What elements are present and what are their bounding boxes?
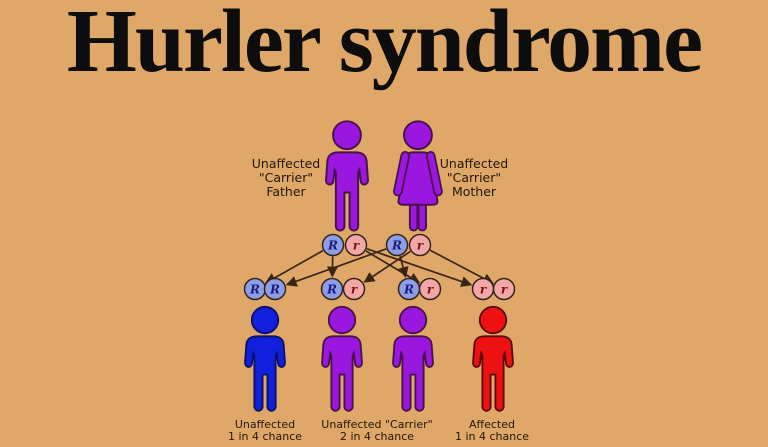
father-allele-R-circle: [321, 233, 345, 257]
father-label-line: Father: [266, 184, 306, 199]
mother-label: Unaffected "Carrier" Mother: [404, 157, 544, 199]
svg-text:r: r: [353, 238, 361, 252]
svg-text:r: r: [417, 238, 425, 252]
father-label: Unaffected "Carrier" Father: [216, 157, 356, 199]
outcome-label-carrier: Unaffected "Carrier" 2 in 4 chance: [297, 419, 457, 443]
child-2-alleles: R r: [320, 277, 366, 301]
father-label-line: "Carrier": [258, 170, 314, 185]
mother-alleles: R r: [385, 233, 432, 257]
mother-label-line: Mother: [451, 184, 497, 199]
father-allele-r-circle: [344, 233, 368, 257]
mother-allele-R-circle: [385, 233, 409, 257]
inheritance-lines: [264, 247, 494, 287]
mother-figure: [393, 120, 443, 232]
outcome-status: Unaffected: [234, 418, 296, 431]
outcome-chance: 2 in 4 chance: [339, 430, 415, 443]
child-figure-affected: [472, 305, 514, 412]
outcome-label-unaffected: Unaffected 1 in 4 chance: [185, 419, 345, 443]
outcome-chance: 1 in 4 chance: [454, 430, 530, 443]
mother-allele-r-circle: [408, 233, 432, 257]
svg-text:r: r: [427, 282, 435, 296]
svg-text:R: R: [327, 238, 338, 252]
child-1-alleles: R R: [243, 277, 287, 301]
outcome-chance: 1 in 4 chance: [227, 430, 303, 443]
svg-text:r: r: [501, 282, 509, 296]
svg-text:R: R: [326, 282, 337, 296]
svg-text:R: R: [249, 282, 260, 296]
page-title: Hurler syndrome: [66, 0, 703, 91]
mother-label-line: "Carrier": [446, 170, 502, 185]
outcome-status: Unaffected "Carrier": [321, 418, 433, 431]
svg-text:R: R: [269, 282, 280, 296]
svg-text:r: r: [351, 282, 359, 296]
father-alleles: R r: [321, 233, 368, 257]
outcome-label-affected: Affected 1 in 4 chance: [412, 419, 572, 443]
svg-text:r: r: [480, 282, 488, 296]
svg-text:R: R: [403, 282, 414, 296]
child-3-alleles: R r: [397, 277, 442, 301]
child-figure-carrier-2: [392, 305, 434, 412]
father-label-line: Unaffected: [251, 156, 321, 171]
child-4-alleles: r r: [471, 277, 516, 301]
svg-text:R: R: [391, 238, 402, 252]
child-figure-unaffected: [244, 305, 286, 412]
mother-label-line: Unaffected: [439, 156, 509, 171]
child-figure-carrier-1: [321, 305, 363, 412]
outcome-status: Affected: [469, 418, 515, 431]
